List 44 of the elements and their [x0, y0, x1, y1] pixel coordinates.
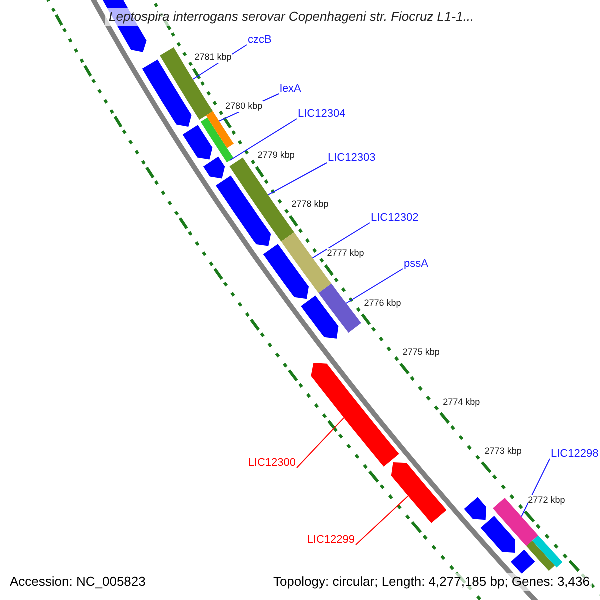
- tick-label: 2780 kbp: [226, 100, 263, 112]
- gene-bar: [532, 536, 563, 568]
- leader-line: [356, 496, 409, 546]
- gene-bar: [200, 118, 234, 163]
- gene-bar: [160, 48, 214, 120]
- gene-label: pssA: [404, 257, 428, 271]
- leader-line: [346, 268, 404, 304]
- leader-line: [312, 222, 370, 259]
- tick-label: 2775 kbp: [402, 347, 440, 358]
- gene-block: [464, 497, 486, 520]
- leader-line: [521, 458, 550, 518]
- gene-label: LIC12299: [307, 533, 355, 547]
- gene-block: [301, 296, 339, 339]
- tick-label: 2779 kbp: [258, 150, 295, 161]
- gene-label: LIC12298: [551, 447, 599, 461]
- gene-label: LIC12300: [248, 456, 296, 470]
- gene-block: [391, 462, 447, 524]
- tick-label: 2777 kbp: [327, 248, 364, 260]
- tick-label: 2774 kbp: [443, 396, 480, 408]
- gene-block: [216, 176, 272, 246]
- gene-label: LIC12302: [371, 211, 419, 225]
- gene-bar: [526, 540, 555, 572]
- gene-label: czcB: [248, 33, 272, 47]
- gene-block: [182, 125, 213, 160]
- gene-block: [142, 60, 192, 127]
- gene-block: [480, 516, 516, 553]
- leader-line: [230, 118, 298, 161]
- leader-line: [268, 162, 328, 196]
- gene-block: [311, 363, 400, 467]
- gene-block: [263, 244, 309, 300]
- tick-label: 2778 kbp: [292, 199, 329, 210]
- leader-line: [296, 417, 345, 468]
- gene-label: lexA: [280, 82, 302, 96]
- gene-bar: [511, 550, 536, 574]
- gene-bar: [318, 284, 362, 333]
- genome-stats-text: Topology: circular; Length: 4,277,185 bp; Genes: 3,436: [271, 573, 592, 591]
- tick-label: 2773 kbp: [484, 446, 522, 457]
- gene-label: LIC12303: [328, 151, 376, 165]
- tick-label: 2776 kbp: [364, 298, 402, 309]
- gene-bar: [206, 111, 234, 148]
- gene-block: [204, 156, 226, 179]
- tick-label: 2772 kbp: [528, 495, 566, 506]
- gene-label: LIC12304: [298, 107, 346, 121]
- tick-label: 2781 kbp: [194, 52, 232, 63]
